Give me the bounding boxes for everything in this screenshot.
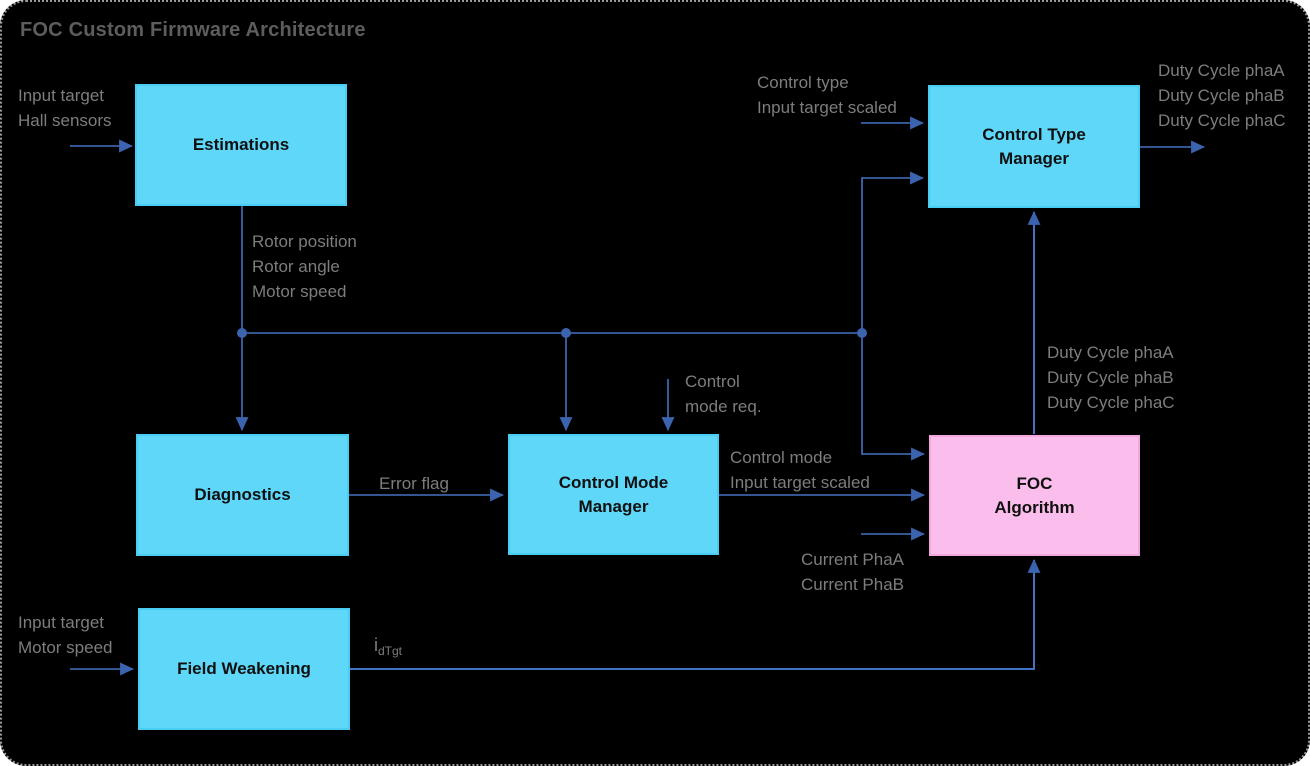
junction-dot-middle [561,328,571,338]
node-foc-algorithm-label-line2: Algorithm [994,497,1075,517]
label-current-phaB: Current PhaB [801,575,904,594]
label-id-target: idTgt [374,633,402,664]
label-foc-duty-outputs: Duty Cycle phaA Duty Cycle phaB Duty Cyc… [1047,340,1175,415]
label-control-mode-req-line2: mode req. [685,397,762,416]
node-control-type-manager-label-line2: Manager [999,148,1069,168]
node-foc-algorithm: FOC Algorithm [929,435,1140,556]
node-estimations: Estimations [135,84,347,206]
edge-bus-to-foc-algorithm [861,333,926,461]
edge-field-weakening-to-foc [350,558,1041,670]
label-control-mode-req-line1: Control [685,372,740,391]
label-rotor-position: Rotor position [252,232,357,251]
label-fw-input-target: Input target [18,613,105,632]
label-duty-cycle-phaB: Duty Cycle phaB [1158,86,1285,105]
node-control-mode-manager: Control Mode Manager [508,434,719,555]
junction-dot-left [237,328,247,338]
label-current-phaA: Current PhaA [801,550,904,569]
label-id-target-sub: dTgt [378,644,403,658]
node-control-type-manager: Control Type Manager [928,85,1140,208]
label-foc-duty-phaB: Duty Cycle phaB [1047,368,1174,387]
label-duty-cycle-phaC: Duty Cycle phaC [1158,111,1286,130]
label-current-inputs: Current PhaA Current PhaB [801,547,904,597]
label-hall-sensors: Hall sensors [18,111,112,130]
label-duty-cycle-outputs: Duty Cycle phaA Duty Cycle phaB Duty Cyc… [1158,58,1286,133]
label-control-mode-req: Control mode req. [685,369,762,419]
label-error-flag: Error flag [379,474,449,493]
node-control-mode-manager-label-line1: Control Mode [558,472,669,492]
node-diagnostics-label: Diagnostics [194,485,291,504]
label-ctm-inputs: Control type Input target scaled [757,70,897,120]
label-field-weakening-inputs: Input target Motor speed [18,610,113,660]
edge-bus-to-control-type-manager [861,171,925,333]
label-input-target-scaled-top: Input target scaled [757,98,897,117]
label-control-mode: Control mode [730,448,833,467]
label-rotor-angle: Rotor angle [252,257,340,276]
diagram-title: FOC Custom Firmware Architecture [20,19,366,41]
label-foc-duty-phaC: Duty Cycle phaC [1047,393,1175,412]
node-diagnostics: Diagnostics [136,434,349,556]
label-cmm-outputs: Control mode Input target scaled [730,445,870,495]
junction-dot-right [857,328,867,338]
label-control-type: Control type [757,73,849,92]
node-estimations-label: Estimations [192,135,290,154]
label-motor-speed: Motor speed [252,282,347,301]
label-input-target-scaled-mid: Input target scaled [730,473,870,492]
node-control-type-manager-label-line1: Control Type [982,124,1086,144]
label-estimations-outputs: Rotor position Rotor angle Motor speed [252,229,357,304]
node-control-mode-manager-label-line2: Manager [578,496,649,516]
label-foc-duty-phaA: Duty Cycle phaA [1047,343,1174,362]
label-fw-motor-speed: Motor speed [18,638,113,657]
label-id-target-base: i [374,635,378,655]
label-estimations-inputs: Input target Hall sensors [18,83,112,133]
node-foc-algorithm-label-line1: FOC [1016,473,1053,493]
node-field-weakening: Field Weakening [138,608,350,730]
label-input-target: Input target [18,86,105,105]
node-field-weakening-label: Field Weakening [177,659,311,678]
label-duty-cycle-phaA: Duty Cycle phaA [1158,61,1285,80]
